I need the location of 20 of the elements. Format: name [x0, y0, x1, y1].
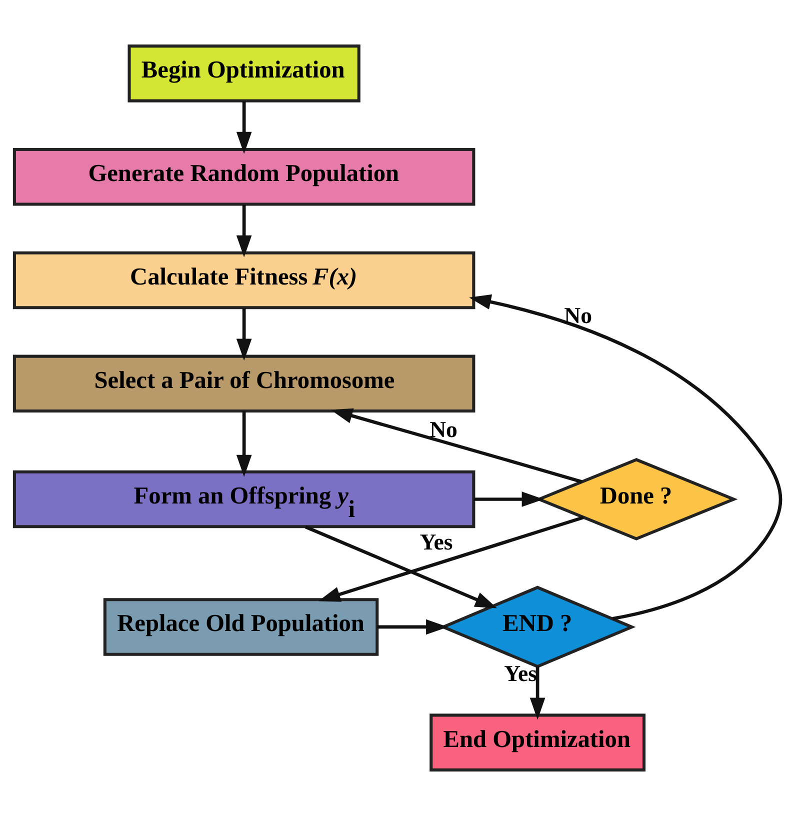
arrow — [474, 492, 544, 507]
edge-label: No — [564, 303, 592, 328]
node-box: Replace Old Population — [103, 598, 379, 656]
node-box: End Optimization — [430, 714, 646, 772]
node-box: Calculate Fitness F(x) — [12, 251, 476, 310]
arrow — [469, 294, 782, 620]
arrow — [236, 411, 252, 477]
arrow — [304, 525, 498, 608]
arrow — [236, 204, 252, 258]
edge-label: No — [430, 417, 458, 442]
node-box: Begin Optimization — [128, 44, 360, 102]
arrow — [236, 101, 252, 154]
node-box: Generate Random Population — [12, 148, 476, 206]
edge-label: Yes — [420, 529, 453, 554]
arrow — [330, 408, 582, 484]
node-box: Select a Pair of Chromosome — [12, 354, 476, 413]
arrow — [530, 666, 546, 720]
arrow — [236, 308, 252, 361]
arrow — [377, 619, 448, 635]
arrow — [318, 516, 584, 602]
